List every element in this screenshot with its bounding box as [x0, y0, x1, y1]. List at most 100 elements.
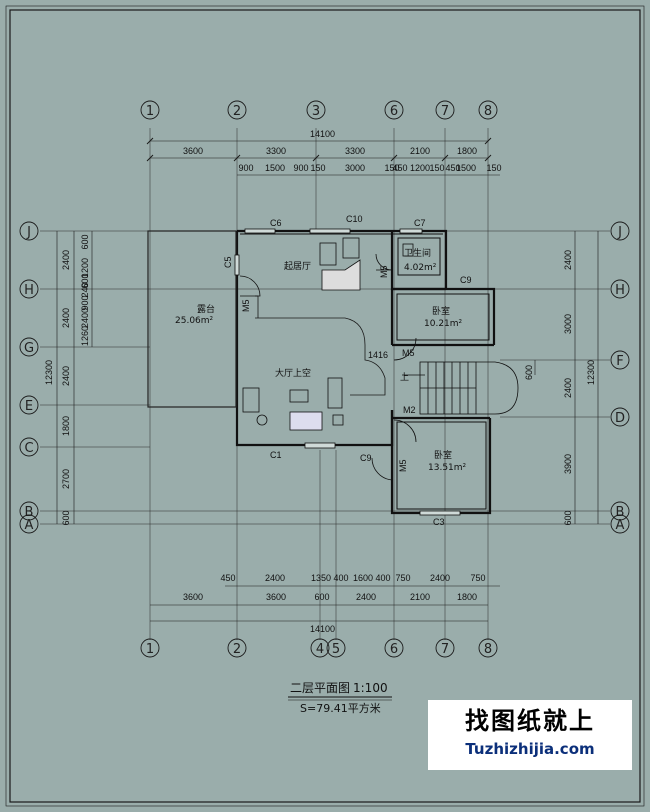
grid-bubble-top: 8	[478, 100, 498, 120]
grid-bubble-right: D	[610, 407, 630, 427]
dim-value: 600	[80, 273, 90, 288]
room-bath: 卫生间	[404, 247, 431, 259]
terrace-outline	[147, 230, 237, 408]
dim-value: 150	[486, 163, 501, 173]
dim-value: 1350	[311, 573, 331, 583]
dim-value: 2100	[410, 592, 430, 602]
dim-value: 1200	[80, 258, 90, 278]
dim-value: 1500	[456, 163, 476, 173]
grid-bubble-right: H	[610, 279, 630, 299]
dim-value: 2400	[80, 308, 90, 328]
grid-bubble-left: H	[19, 279, 39, 299]
grid-axis-right: J H F D BA	[610, 221, 630, 534]
room-bed1: 卧室	[432, 305, 450, 317]
grid-bubble-left-label: J	[26, 225, 31, 240]
grid-bubble-bottom: 1	[140, 638, 160, 658]
grid-bubble-right: B	[610, 501, 630, 521]
dim-value: 600	[61, 510, 71, 525]
dim-value: 450	[220, 573, 235, 583]
dim-value: 2400	[265, 573, 285, 583]
grid-bubble-top: 2	[227, 100, 247, 120]
grid-bubble-left: A	[19, 514, 39, 534]
room-living: 起居厅	[284, 261, 311, 272]
tag-m5-living: M5	[241, 299, 251, 312]
dim-value: 3900	[563, 454, 573, 474]
grid-bubble-left-label: E	[25, 399, 33, 414]
tag-m2: M2	[403, 405, 416, 415]
watermark: 找图纸就上 Tuzhizhijia.com	[428, 700, 632, 770]
grid-bubble-bottom-label: 5	[332, 642, 340, 657]
dim-value: 3000	[563, 314, 573, 334]
windows	[234, 228, 461, 516]
tag-c10: C10	[346, 214, 363, 224]
dim-value: 600	[80, 234, 90, 249]
dim-value: 2400	[61, 308, 71, 328]
grid-bubble-right-label: F	[616, 354, 623, 369]
dim-value: 2400	[563, 378, 573, 398]
tag-c7: C7	[414, 218, 426, 228]
grid-bubble-left: E	[19, 395, 39, 415]
grid-bubble-top-label: 1	[146, 104, 154, 119]
dim-value: 2400	[356, 592, 376, 602]
grid-bubble-top: 7	[435, 100, 455, 120]
grid-bubble-bottom-label: 6	[390, 642, 398, 657]
side-dimensions	[56, 231, 599, 524]
dim-value: 3000	[345, 163, 365, 173]
grid-bubble-right-label: D	[615, 411, 625, 426]
caption-area: S=79.41平方米	[300, 701, 381, 715]
grid-bubble-right: F	[610, 350, 630, 370]
grid-bubble-right-label: J	[617, 225, 622, 240]
grid-bubble-top-label: 7	[441, 104, 449, 119]
dim-value: 150	[384, 163, 399, 173]
grid-bubble-left-label: G	[24, 341, 34, 356]
dim-value: 750	[470, 573, 485, 583]
grid-bubble-bottom: 6	[384, 638, 404, 658]
dim-value: 450	[392, 163, 407, 173]
grid-bubble-right: A	[610, 514, 630, 534]
dim-value: 1200	[410, 163, 430, 173]
dim-value: 450	[445, 163, 460, 173]
dim-value: 1800	[457, 592, 477, 602]
furniture	[242, 237, 414, 431]
stair-up-label: 上	[400, 372, 409, 383]
dim-value: 2700	[61, 469, 71, 489]
grid-bubble-left: C	[19, 437, 39, 457]
dim-value: 2100	[410, 146, 430, 156]
dim-value: 1800	[61, 416, 71, 436]
grid-bubble-bottom: 4	[310, 638, 330, 658]
room-bed2: 卧室	[434, 449, 452, 461]
tag-c9a: C9	[460, 275, 472, 285]
grid-bubble-bottom: 2	[227, 638, 247, 658]
dim-value: 600	[314, 592, 329, 602]
grid-bubble-bottom-label: 7	[441, 642, 449, 657]
dim-value: 750	[395, 573, 410, 583]
grid-bubble-bottom-label: 8	[484, 642, 492, 657]
grid-bubble-left-label: B	[25, 505, 34, 520]
dim-value: 600	[563, 510, 573, 525]
tag-c9b: C9	[360, 453, 372, 463]
dim-left-outer: 12300	[44, 360, 54, 385]
tag-1416: 1416	[368, 350, 388, 360]
dim-value: 150	[310, 163, 325, 173]
room-bath-area: 4.02m²	[404, 263, 437, 273]
dim-value: 2400	[61, 250, 71, 270]
dim-value: 240	[80, 282, 90, 297]
room-terrace: 露台	[197, 303, 215, 315]
dim-value: 2400	[430, 573, 450, 583]
dim-value: 1800	[457, 146, 477, 156]
grid-bubble-left: J	[19, 221, 39, 241]
room-bed1-area: 10.21m²	[424, 319, 463, 329]
tag-c3: C3	[433, 517, 445, 527]
grid-bubble-bottom-label: 2	[233, 642, 241, 657]
tag-c5: C5	[223, 256, 233, 268]
dim-value: 1600	[353, 573, 373, 583]
dim-value: 900	[238, 163, 253, 173]
grid-bubble-top-label: 3	[312, 104, 320, 119]
